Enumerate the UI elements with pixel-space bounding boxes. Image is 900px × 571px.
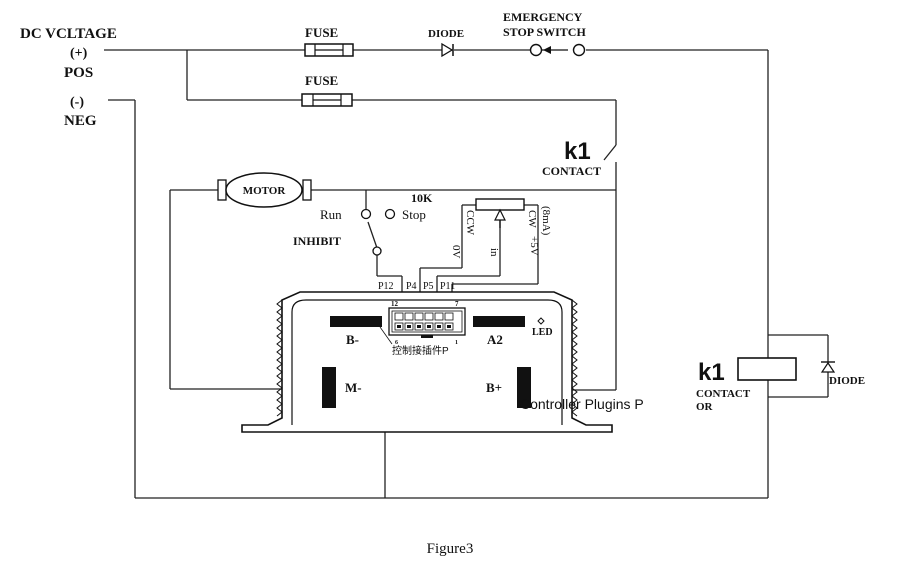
diode-top-label: DIODE <box>428 28 464 40</box>
pot-value-label: 10K <box>411 191 433 205</box>
pos-sign-label: (+) <box>70 46 88 61</box>
ccw-label: CCW <box>464 210 476 236</box>
b-plus-label: B+ <box>486 380 502 395</box>
cw-label: CW <box>526 210 538 228</box>
fuse-top-symbol <box>304 43 354 57</box>
k1-top-label: k1 <box>564 138 591 165</box>
plug-pin-12-label: 12 <box>391 300 399 308</box>
motor-symbol <box>217 172 312 208</box>
pos-label: POS <box>64 65 93 81</box>
b-minus-label: B- <box>346 332 359 347</box>
fuse-second-label: FUSE <box>305 73 338 88</box>
neg-sign-label: (-) <box>70 95 84 110</box>
potentiometer-symbol <box>475 198 525 228</box>
fuse-top-label: FUSE <box>305 25 338 40</box>
pin-p11-label: P11 <box>440 281 455 292</box>
zero-v-label: 0V <box>450 245 462 259</box>
wiring <box>104 49 829 499</box>
plug-pin-7-label: 7 <box>455 300 459 308</box>
in-label: in <box>488 248 500 257</box>
neg-label: NEG <box>64 113 97 129</box>
terminal-b-minus <box>330 316 382 327</box>
a2-label: A2 <box>487 332 503 347</box>
fuse-second-symbol <box>301 93 353 107</box>
stop-label: Stop <box>402 207 426 222</box>
pin-p4-label: P4 <box>406 281 417 292</box>
estop-label-line1: EMERGENCY <box>503 10 583 24</box>
contact-coil-label-line2: OR <box>696 401 714 413</box>
terminal-a2 <box>473 316 525 327</box>
terminal-m-minus <box>322 367 336 408</box>
plug-label-cn: 控制接插件P <box>392 344 449 357</box>
pin-p12-label: P12 <box>378 281 394 292</box>
coil-diode-label: DIODE <box>829 375 865 387</box>
estop-switch-symbol <box>529 43 586 57</box>
plug-pin-1-label: 1 <box>455 340 458 346</box>
controller-plug <box>388 307 466 338</box>
run-stop-switch <box>360 208 396 256</box>
plug-pin-6-label: 6 <box>395 340 398 346</box>
terminal-b-plus <box>517 367 531 408</box>
plus5v-label: +5V <box>528 236 540 256</box>
motor-label: MOTOR <box>243 185 287 197</box>
k1-coil-label: k1 <box>698 359 725 386</box>
dc-voltage-label: DC VCLTAGE <box>20 26 117 42</box>
m-minus-label: M- <box>345 380 362 395</box>
run-label: Run <box>320 207 342 222</box>
current-label: (8mA) <box>540 206 552 236</box>
plug-callout-leader <box>379 326 393 345</box>
led-label: LED <box>532 327 553 338</box>
diode-top-symbol <box>441 42 454 58</box>
led-indicator <box>537 317 545 325</box>
plug-label-en: Controller Plugins P <box>520 396 644 412</box>
contact-coil-label-line1: CONTACT <box>696 388 751 400</box>
figure-caption: Figure3 <box>427 541 474 557</box>
k1-coil-symbol <box>737 357 797 381</box>
inhibit-label: INHIBIT <box>293 234 341 248</box>
coil-diode-symbol <box>820 361 836 373</box>
contact-top-label: CONTACT <box>542 164 601 178</box>
pin-p5-label: P5 <box>423 281 434 292</box>
estop-label-line2: STOP SWITCH <box>503 25 586 39</box>
